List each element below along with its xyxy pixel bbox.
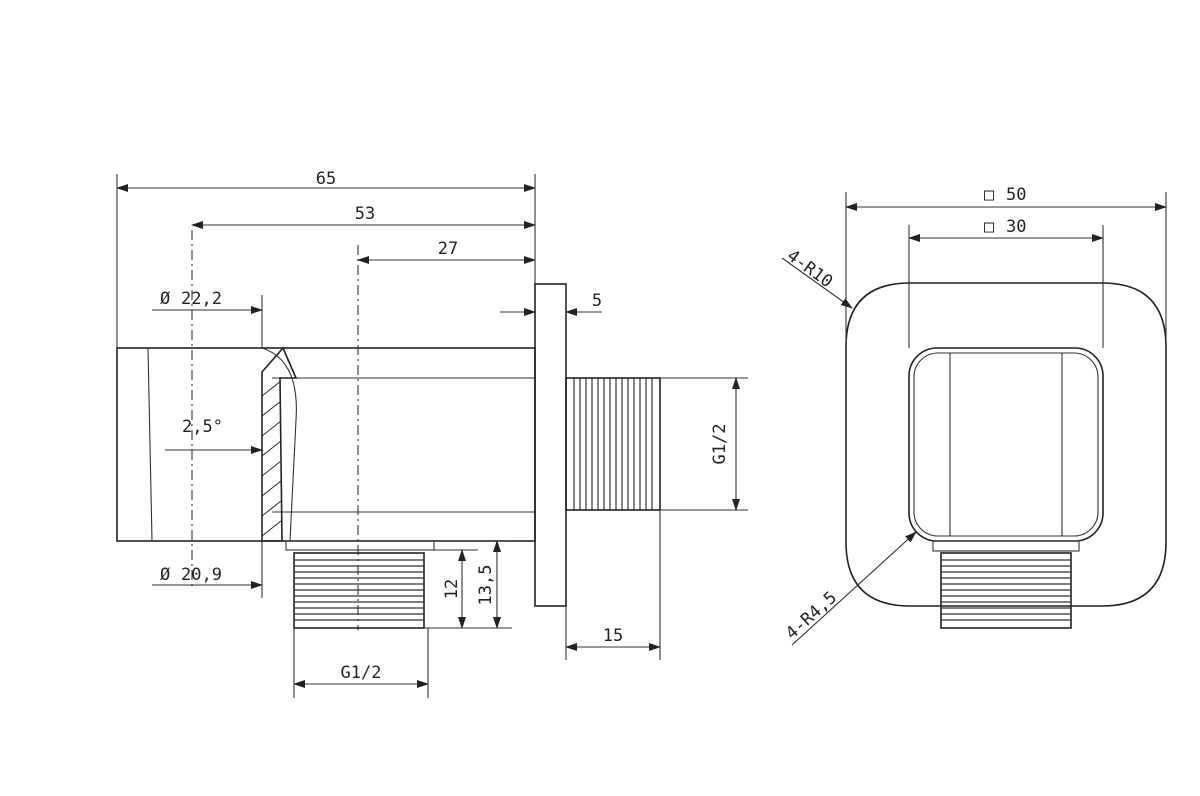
square-symbol-50: □: [984, 185, 995, 205]
dim-label-22-2: 22,2: [181, 289, 222, 309]
inner-square-edge: [913, 352, 1099, 537]
dimension-5: 5: [500, 284, 602, 318]
dimension-diameter-20-9: Ø 20,9: [152, 541, 263, 598]
dim-label-20-9: 20,9: [181, 565, 222, 585]
dim-label-13-5: 13,5: [476, 565, 496, 606]
dimension-15: 15: [565, 510, 661, 660]
side-view: 65 53 27 5 Ø 22,2 2,5°: [116, 169, 748, 698]
dim-label-r4-5: 4-R4,5: [782, 588, 841, 644]
dimension-square-30: □ 30: [908, 217, 1104, 348]
dim-label-r10: 4-R10: [783, 246, 836, 292]
leader-r4-5: 4-R4,5: [782, 531, 917, 646]
dim-label-30: 30: [1006, 217, 1026, 237]
dimension-heights: 12 13,5: [424, 540, 512, 629]
leader-r10: 4-R10: [781, 246, 853, 309]
dim-label-12: 12: [442, 579, 462, 599]
dimension-diameter-22-2: Ø 22,2: [152, 289, 263, 348]
dim-label-5: 5: [592, 291, 602, 311]
dimension-53: 53: [191, 204, 536, 229]
back-thread: [565, 377, 661, 511]
front-view: □ 50 □ 30 4-R10 4-R4,5: [781, 185, 1167, 646]
dimension-thread-back: G1/2: [660, 377, 748, 511]
dimension-square-50: □ 50: [845, 185, 1167, 347]
dim-label-27: 27: [438, 239, 458, 259]
diameter-symbol-bottom: Ø: [160, 565, 170, 585]
dim-label-15: 15: [603, 626, 623, 646]
dim-label-53: 53: [355, 204, 375, 224]
diameter-symbol-top: Ø: [160, 289, 170, 309]
square-symbol-30: □: [984, 217, 995, 237]
dim-label-taper: 2,5°: [182, 417, 223, 437]
section-hatch: [261, 346, 298, 542]
dim-label-50: 50: [1006, 185, 1026, 205]
front-outlet-thread: [932, 540, 1080, 629]
inner-square: [908, 347, 1104, 542]
dimension-thread-bottom: G1/2: [293, 628, 429, 698]
dim-label-thread-bottom: G1/2: [341, 663, 382, 683]
dimension-taper: 2,5°: [165, 417, 263, 454]
dim-label-thread-back: G1/2: [710, 424, 730, 465]
outlet-thread: [285, 540, 435, 629]
outer-square: [845, 282, 1167, 607]
dimension-27: 27: [357, 239, 536, 264]
flange: [534, 283, 567, 607]
body-outline: [116, 347, 536, 542]
dim-label-65: 65: [316, 169, 336, 189]
dimension-65: 65: [116, 169, 536, 348]
